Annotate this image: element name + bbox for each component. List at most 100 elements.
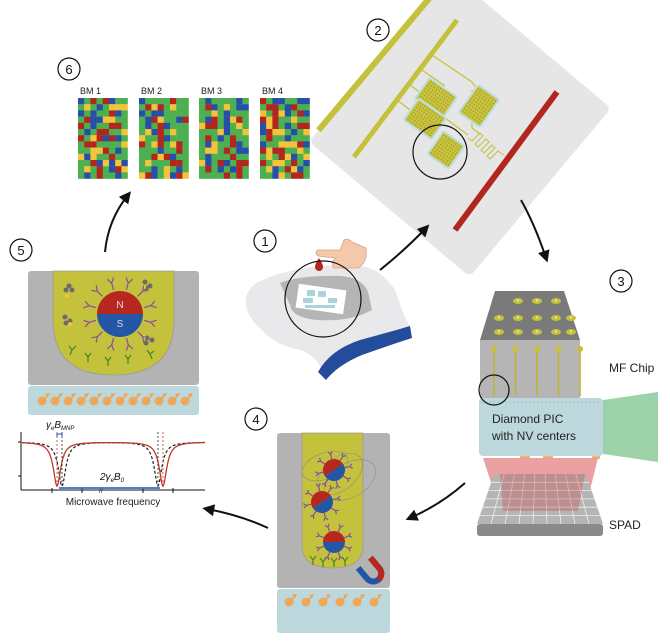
grid-cell bbox=[78, 122, 85, 130]
well-highlight bbox=[570, 316, 572, 319]
grid-cell bbox=[291, 116, 298, 123]
grid-cell bbox=[272, 147, 279, 154]
antibody-arm bbox=[95, 285, 98, 292]
grid-cell bbox=[230, 98, 237, 105]
spin-arrow bbox=[337, 595, 347, 606]
channel-inlet bbox=[491, 346, 497, 352]
grid-cell bbox=[139, 135, 146, 142]
grid-cell bbox=[211, 160, 218, 167]
grid-cell bbox=[176, 116, 183, 123]
well-highlight bbox=[498, 330, 500, 333]
grid-cell bbox=[157, 98, 164, 105]
grid-cell bbox=[78, 147, 85, 154]
arrow-3-to-4 bbox=[405, 482, 466, 521]
grid-cell bbox=[115, 160, 122, 167]
step-6-biomarker-maps: 6 BM 1 BM 2 BM 3 BM 4 bbox=[57, 57, 310, 179]
antibody-arm bbox=[150, 319, 157, 323]
grid-cell bbox=[78, 166, 85, 173]
grid-cell bbox=[78, 135, 85, 142]
grid-cell bbox=[90, 122, 97, 130]
grid-cell bbox=[230, 135, 237, 142]
grid-cell bbox=[109, 129, 116, 136]
grid-cell bbox=[96, 122, 103, 130]
grid-cell bbox=[151, 129, 158, 136]
grid-cell bbox=[266, 129, 273, 136]
chip-substrate bbox=[311, 0, 609, 275]
channel-inlet bbox=[512, 346, 519, 352]
spin-arrow bbox=[52, 394, 62, 405]
channel-inlet bbox=[555, 346, 562, 352]
step-number-3: 3 bbox=[617, 274, 624, 289]
grid-cell bbox=[272, 122, 279, 130]
grid-cell bbox=[266, 153, 273, 161]
grid-cell bbox=[109, 160, 116, 167]
well-highlight bbox=[536, 299, 538, 302]
grid-cell bbox=[297, 172, 304, 179]
grid-cell bbox=[278, 172, 285, 179]
grid-cell bbox=[242, 172, 249, 179]
detail-highlight-circle bbox=[284, 260, 362, 338]
step-badge-1: 1 bbox=[253, 229, 277, 253]
step-3-sensor-stack: 3 MF Chip Diamond PIC with NV centers SP… bbox=[477, 269, 658, 536]
grid-cell bbox=[236, 141, 243, 148]
grid-cell bbox=[291, 135, 298, 142]
diamond-pic-layer bbox=[479, 398, 603, 456]
spin-arrowhead bbox=[149, 393, 154, 397]
grid-cell bbox=[96, 135, 103, 142]
grid-cell bbox=[157, 160, 164, 167]
step-number-5: 5 bbox=[17, 243, 24, 258]
south-pole-label: S bbox=[117, 319, 124, 330]
bm-label-3: BM 3 bbox=[201, 86, 222, 96]
grid-cell bbox=[84, 147, 91, 154]
blood-drop-icon bbox=[315, 258, 323, 271]
antibody-arm bbox=[125, 344, 129, 351]
grid-cell bbox=[236, 147, 243, 154]
grid-cell bbox=[115, 98, 122, 105]
grid-cell bbox=[90, 153, 97, 161]
grid-cell bbox=[291, 166, 298, 173]
grid-cell bbox=[199, 160, 206, 167]
grid-cell bbox=[182, 153, 189, 161]
grid-cell bbox=[96, 172, 103, 179]
grid-cell bbox=[205, 141, 212, 148]
channel-inlet bbox=[577, 346, 583, 352]
antibody-arm bbox=[150, 300, 156, 307]
grid-cell bbox=[284, 110, 292, 117]
grid-cell bbox=[176, 122, 183, 130]
grid-cell bbox=[163, 104, 171, 111]
antibody-stem bbox=[125, 337, 129, 346]
grid-cell bbox=[115, 122, 122, 130]
grid-cell bbox=[217, 129, 224, 136]
grid-cell bbox=[223, 172, 231, 179]
grid-cell bbox=[102, 98, 110, 105]
grid-cell bbox=[78, 153, 85, 161]
grid-cell bbox=[217, 160, 224, 167]
grid-cell bbox=[163, 141, 171, 148]
grid-cell bbox=[170, 104, 177, 111]
grid-cell bbox=[78, 110, 85, 117]
grid-cell bbox=[230, 104, 237, 111]
antibody-stem bbox=[88, 305, 96, 309]
arrow-1-to-2 bbox=[379, 224, 430, 271]
arrow-4-to-plot bbox=[202, 504, 269, 529]
antibody-arm bbox=[127, 278, 134, 284]
grid-cell bbox=[297, 135, 304, 142]
grid-cell bbox=[230, 122, 237, 130]
antibody-stem bbox=[137, 290, 144, 297]
grid-cell bbox=[84, 110, 91, 117]
grid-cell bbox=[115, 153, 122, 161]
grid-cell bbox=[170, 160, 177, 167]
grid-cell bbox=[151, 116, 158, 123]
grid-cell bbox=[272, 110, 279, 117]
grid-cell bbox=[109, 116, 116, 123]
bm-label-4: BM 4 bbox=[262, 86, 283, 96]
spin-arrow bbox=[117, 394, 127, 405]
spin-arrow bbox=[320, 595, 330, 606]
spin-arrowhead bbox=[84, 393, 89, 397]
grid-cell bbox=[297, 153, 304, 161]
grid-cell bbox=[96, 141, 103, 148]
grid-cell bbox=[205, 135, 212, 142]
grid-cell bbox=[176, 98, 183, 105]
grid-cell bbox=[78, 98, 85, 105]
detail-highlight-circle bbox=[478, 374, 510, 406]
